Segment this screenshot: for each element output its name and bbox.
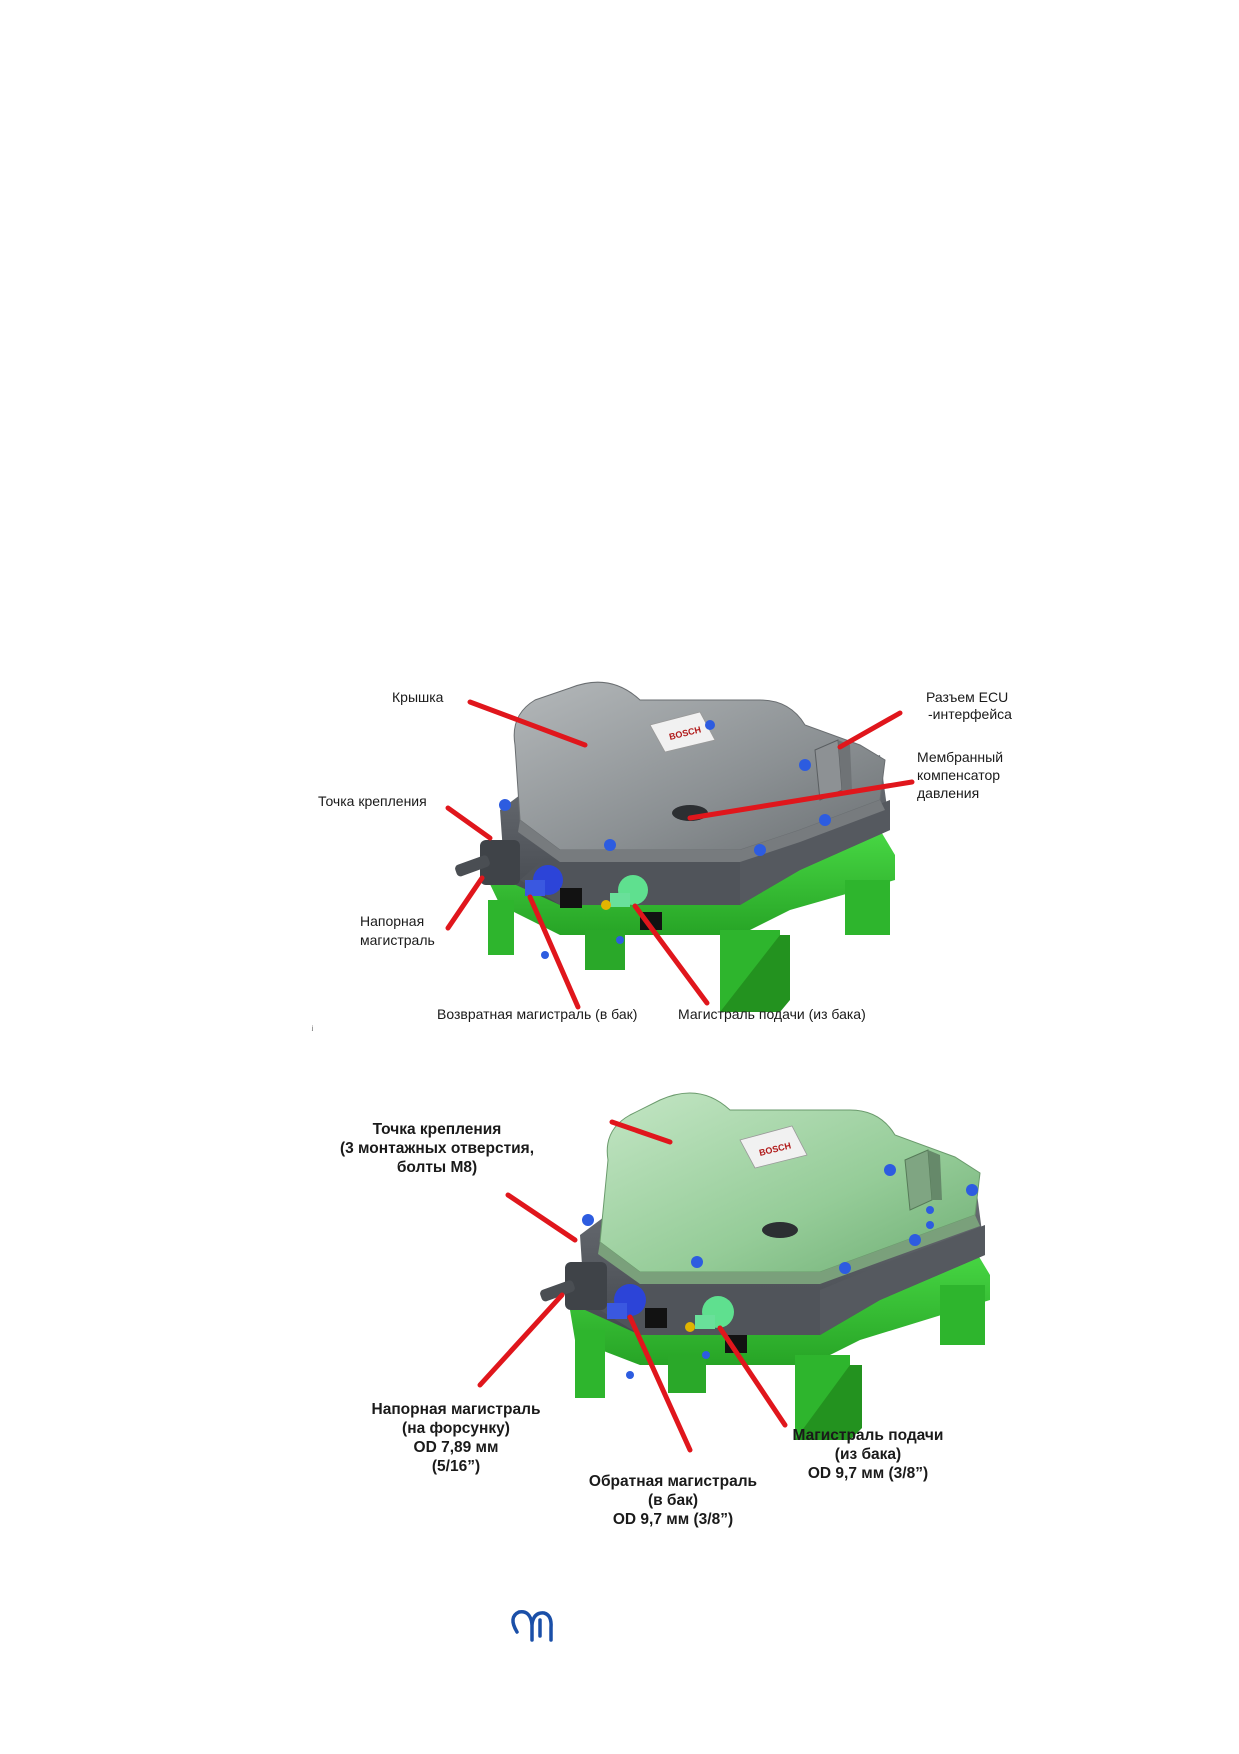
- bolts: [582, 1164, 978, 1379]
- label-supply-line-detail: Магистраль подачи (из бака) OD 9,7 мм (3…: [778, 1426, 958, 1483]
- cover: BOSCH: [513, 681, 886, 862]
- label-pressure-detail-line1: Напорная магистраль: [371, 1401, 541, 1418]
- label-mount-point: Точка крепления: [318, 793, 427, 809]
- label-pressure-line-detail: Напорная магистраль (на форсунку) OD 7,8…: [356, 1400, 556, 1476]
- label-pressure-detail-line3: OD 7,89 мм: [413, 1439, 499, 1456]
- label-return-line: Возвратная магистраль (в бак): [437, 1006, 638, 1022]
- label-return-detail-line2: (в бак): [647, 1492, 699, 1509]
- ecu-connector: [814, 739, 852, 801]
- label-membrane-compensator: Мембранный компенсатор давления: [917, 748, 1003, 802]
- label-pressure-detail-line4: (5/16”): [431, 1458, 481, 1475]
- label-pressure-line: Напорная магистраль: [360, 912, 435, 950]
- label-return-detail-line1: Обратная магистраль: [588, 1473, 758, 1490]
- footer-logo: [511, 1610, 553, 1642]
- label-cover: Крышка: [392, 689, 444, 705]
- label-ecu-connector: Разъем ECU -интерфейса: [926, 689, 1012, 723]
- label-pressure-line1: Напорная: [360, 913, 425, 929]
- label-membrane-line3: давления: [917, 785, 980, 801]
- label-mount-point-detail: Точка крепления (3 монтажных отверстия, …: [332, 1120, 542, 1177]
- label-supply-line: Магистраль подачи (из бака): [678, 1006, 866, 1022]
- label-ecu-connector-line1: Разъем ECU: [926, 689, 1009, 705]
- label-membrane-line1: Мембранный: [917, 749, 1004, 765]
- pump-unit-illustration-top: BOSCH: [445, 681, 915, 1012]
- fittings: [455, 855, 662, 930]
- stray-mark: ʲ: [312, 1024, 314, 1034]
- bolts: [499, 720, 831, 959]
- label-pressure-detail-line2: (на форсунку): [402, 1420, 510, 1437]
- ecu-connector: [904, 1149, 942, 1211]
- label-supply-detail-line1: Магистраль подачи: [792, 1427, 944, 1444]
- label-ecu-connector-line2: -интерфейса: [928, 706, 1012, 722]
- label-membrane-line2: компенсатор: [917, 767, 1001, 783]
- label-return-detail-line3: OD 9,7 мм (3/8”): [612, 1511, 734, 1528]
- leader-lines-bottom: [477, 1119, 788, 1453]
- pump-unit-illustration-bottom: BOSCH: [477, 1092, 990, 1453]
- leader-lines-top: [445, 699, 915, 1010]
- label-mount-line3: болты М8): [396, 1159, 478, 1176]
- label-return-line-detail: Обратная магистраль (в бак) OD 9,7 мм (3…: [578, 1472, 768, 1529]
- label-supply-detail-line3: OD 9,7 мм (3/8”): [807, 1465, 929, 1482]
- label-mount-line1: Точка крепления: [372, 1121, 502, 1138]
- cover: BOSCH: [598, 1092, 981, 1284]
- label-pressure-line2: магистраль: [360, 932, 435, 948]
- label-mount-line2: (3 монтажных отверстия,: [339, 1140, 535, 1157]
- label-supply-detail-line2: (из бака): [834, 1446, 902, 1463]
